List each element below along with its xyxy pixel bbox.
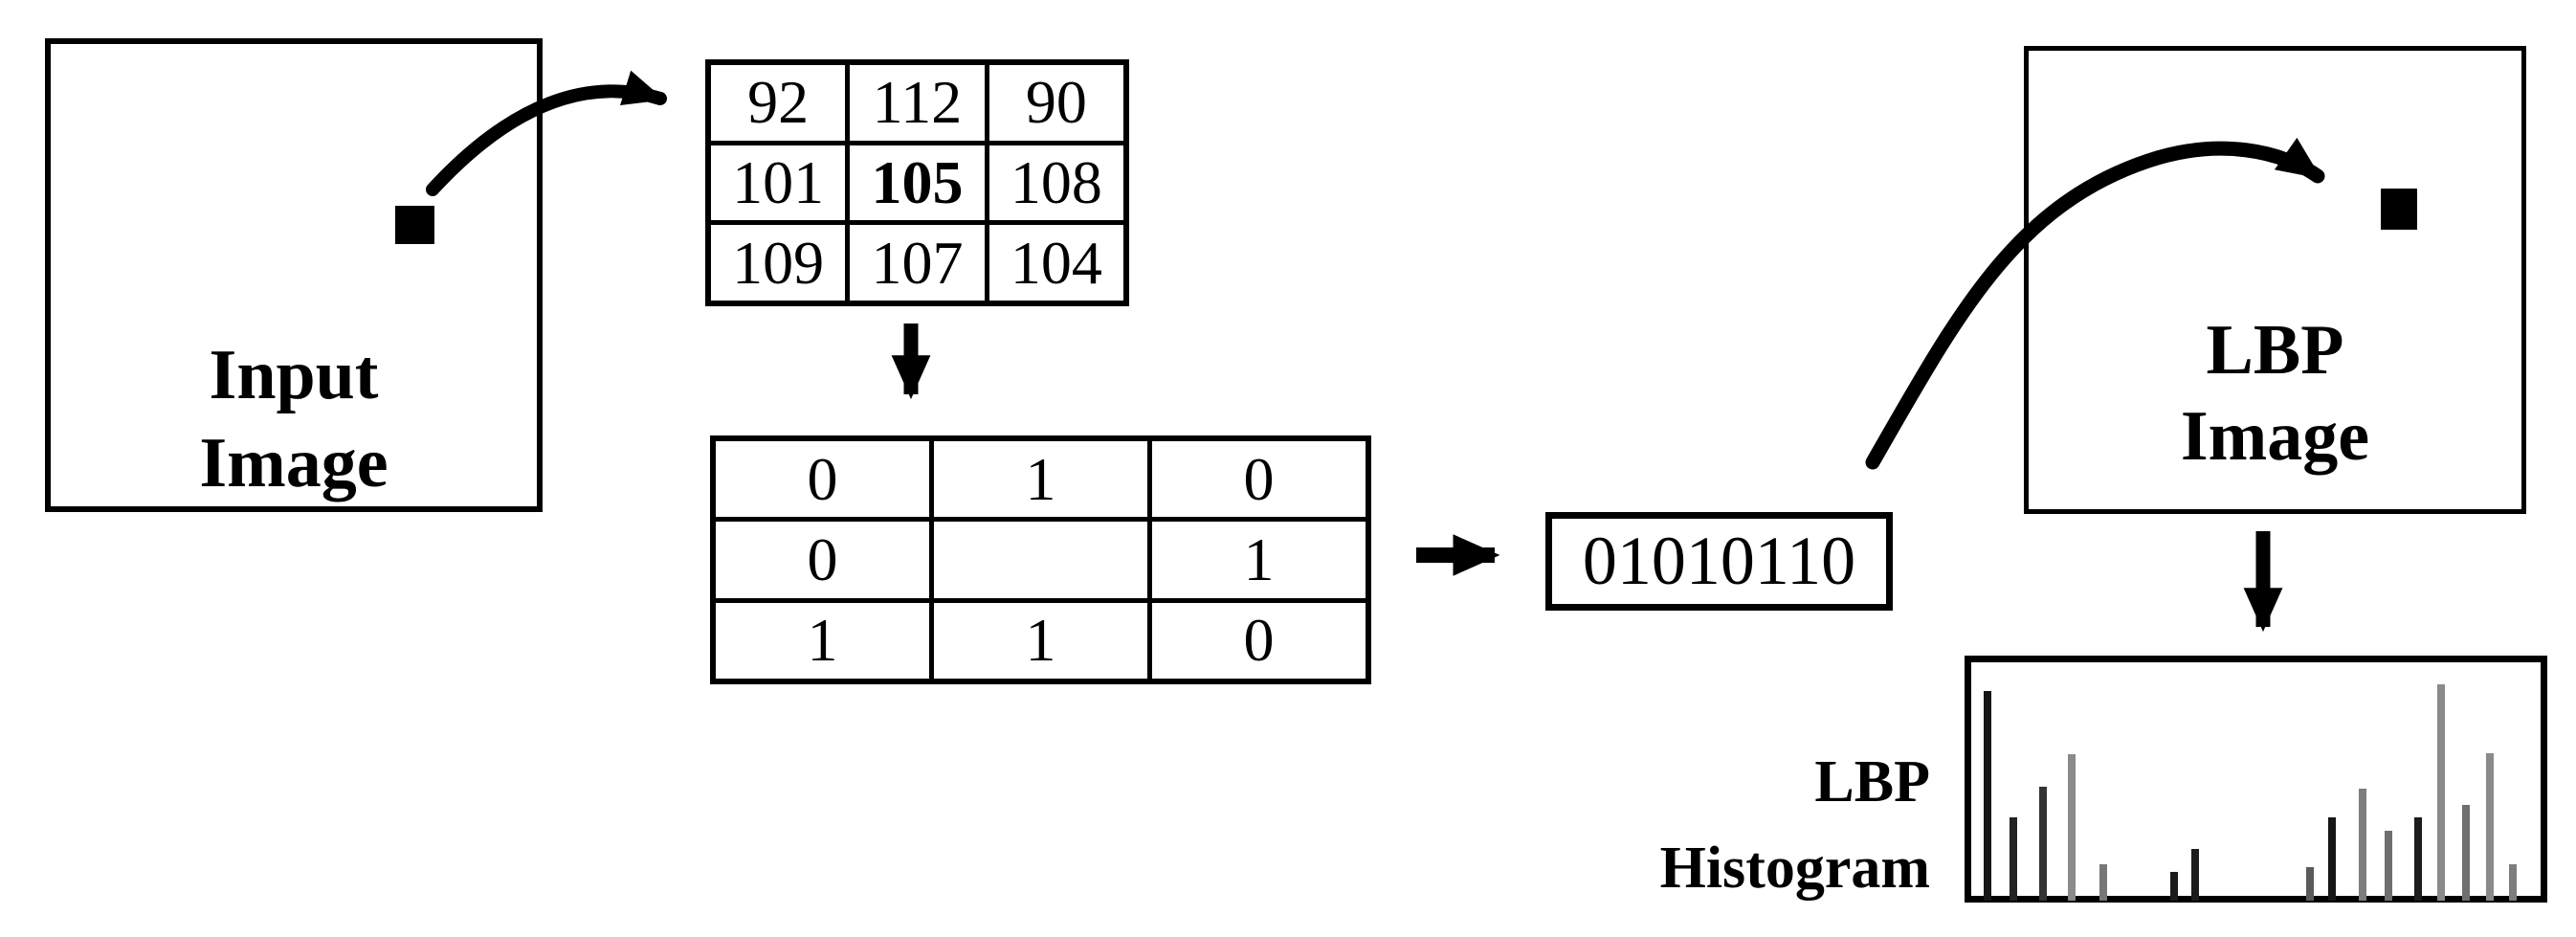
lbp-histogram-box <box>1965 656 2547 903</box>
input-image-label: Input Image <box>51 331 537 507</box>
grid-cell: 1 <box>934 602 1147 679</box>
lbp-histogram-label: LBP Histogram <box>1452 739 1930 911</box>
histogram-bar <box>2170 872 2178 901</box>
grid-cell: 0 <box>716 522 929 598</box>
input-image-label-line1: Input <box>209 336 379 414</box>
histogram-bar <box>2068 754 2076 901</box>
grid-cell: 90 <box>988 65 1123 141</box>
histogram-bar <box>2509 864 2517 901</box>
grid-cell: 0 <box>1152 441 1366 518</box>
grid-cell: 101 <box>711 145 846 221</box>
input-image-label-line2: Image <box>199 424 389 502</box>
histogram-bar <box>2039 787 2047 901</box>
histogram-bar <box>2437 684 2445 901</box>
histogram-bar <box>2099 864 2107 901</box>
lbp-histogram-label-line2: Histogram <box>1659 836 1930 901</box>
grid-cell: 1 <box>934 441 1147 518</box>
histogram-bar <box>2010 817 2017 901</box>
grid-cell: 109 <box>711 225 846 301</box>
histogram-bar <box>2306 867 2314 901</box>
grid-cell: 112 <box>850 65 985 141</box>
histogram-bar <box>2385 831 2392 901</box>
grid-cell: 105 <box>850 145 985 221</box>
grid-cell: 104 <box>988 225 1123 301</box>
binary-code-value: 01010110 <box>1582 523 1856 599</box>
grid-cell: 0 <box>716 441 929 518</box>
histogram-bar <box>2328 817 2336 901</box>
grid-cell: 0 <box>1152 602 1366 679</box>
lbp-pixel-marker <box>2381 189 2417 230</box>
histogram-bar <box>2414 817 2422 901</box>
grid-cell <box>934 522 1147 598</box>
lbp-histogram-label-line1: LBP <box>1814 749 1930 814</box>
grid-cell: 1 <box>1152 522 1366 598</box>
histogram-bar <box>2462 805 2470 901</box>
histogram-bar <box>1984 691 1991 901</box>
histogram-bar <box>2486 753 2494 901</box>
grid-cell: 107 <box>850 225 985 301</box>
grid-cell: 92 <box>711 65 846 141</box>
grid-cell: 1 <box>716 602 929 679</box>
binary-code-box: 01010110 <box>1545 512 1893 611</box>
grid-cell: 108 <box>988 145 1123 221</box>
sample-pixel-marker <box>395 206 434 244</box>
histogram-bar <box>2359 789 2366 901</box>
histogram-bar <box>2191 849 2199 901</box>
